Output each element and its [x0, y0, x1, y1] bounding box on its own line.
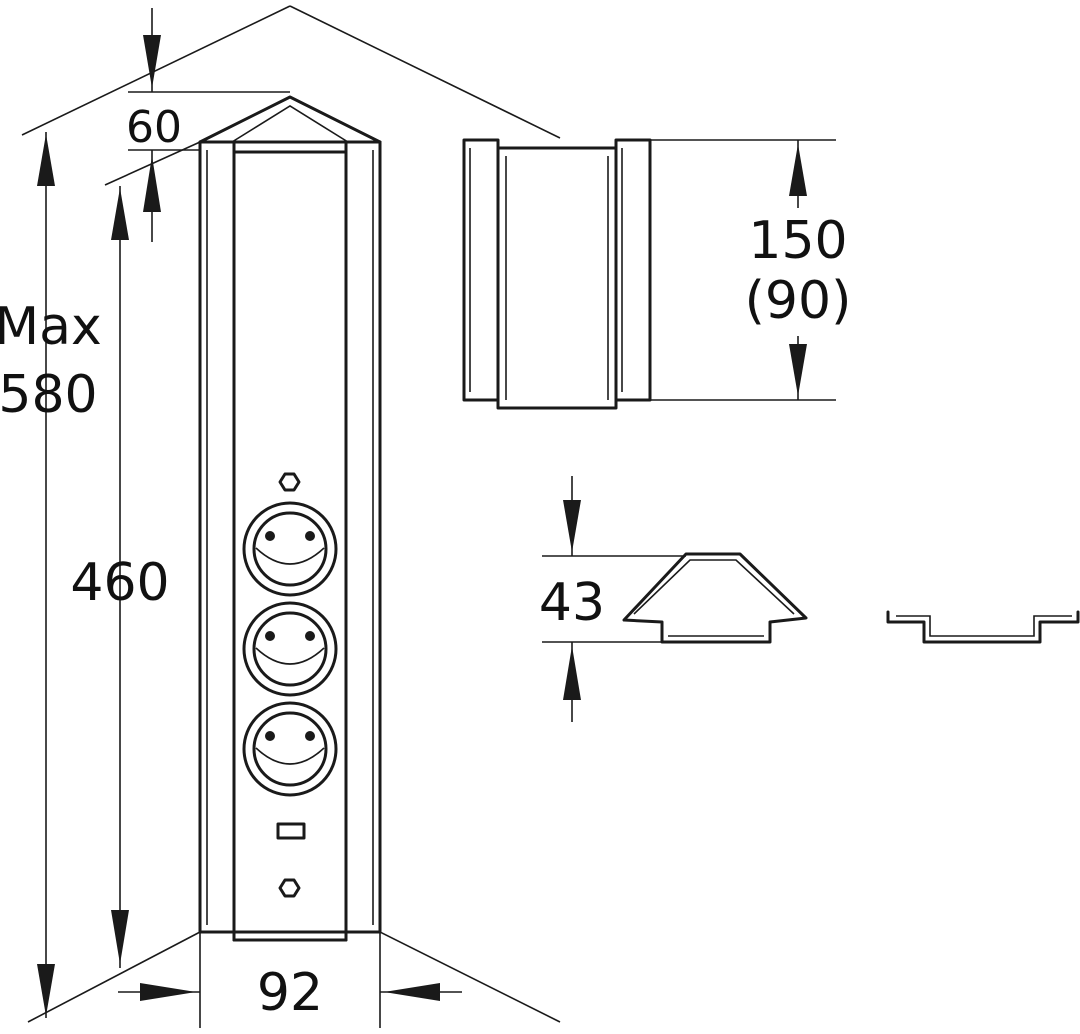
- screw-icon: [278, 878, 301, 898]
- mounting-rail-profile: [886, 610, 1080, 644]
- dimension-label-460: 460: [70, 553, 169, 613]
- indicator-light: [276, 822, 306, 840]
- perspective-lines: [21, 5, 561, 1028]
- dimension-max-580: Max 580: [0, 132, 102, 1018]
- dimension-label-150: 150: [748, 211, 847, 271]
- dimension-460: 460: [70, 186, 170, 968]
- dimension-label-580: 580: [0, 365, 98, 425]
- socket-3: [242, 701, 338, 797]
- dimension-92: 92: [118, 963, 462, 1023]
- dimension-label-60: 60: [126, 102, 182, 153]
- dimension-60: 60: [126, 8, 290, 242]
- socket-1: [242, 501, 338, 597]
- cross-section-profile: [622, 552, 808, 644]
- column-outer-frame: [198, 140, 382, 934]
- dimension-label-90: (90): [745, 271, 852, 331]
- side-view: [462, 138, 652, 410]
- socket-2: [242, 601, 338, 697]
- dimension-label-max: Max: [0, 297, 102, 357]
- dimension-150: 150 (90): [650, 139, 852, 401]
- column-top-cap: [198, 95, 382, 144]
- dimension-43: 43: [539, 476, 686, 722]
- front-view-column: [198, 95, 382, 942]
- dimension-label-43: 43: [539, 573, 605, 633]
- column-center-panel: [232, 150, 348, 942]
- screw-icon: [278, 472, 301, 492]
- dimension-label-92: 92: [257, 963, 323, 1023]
